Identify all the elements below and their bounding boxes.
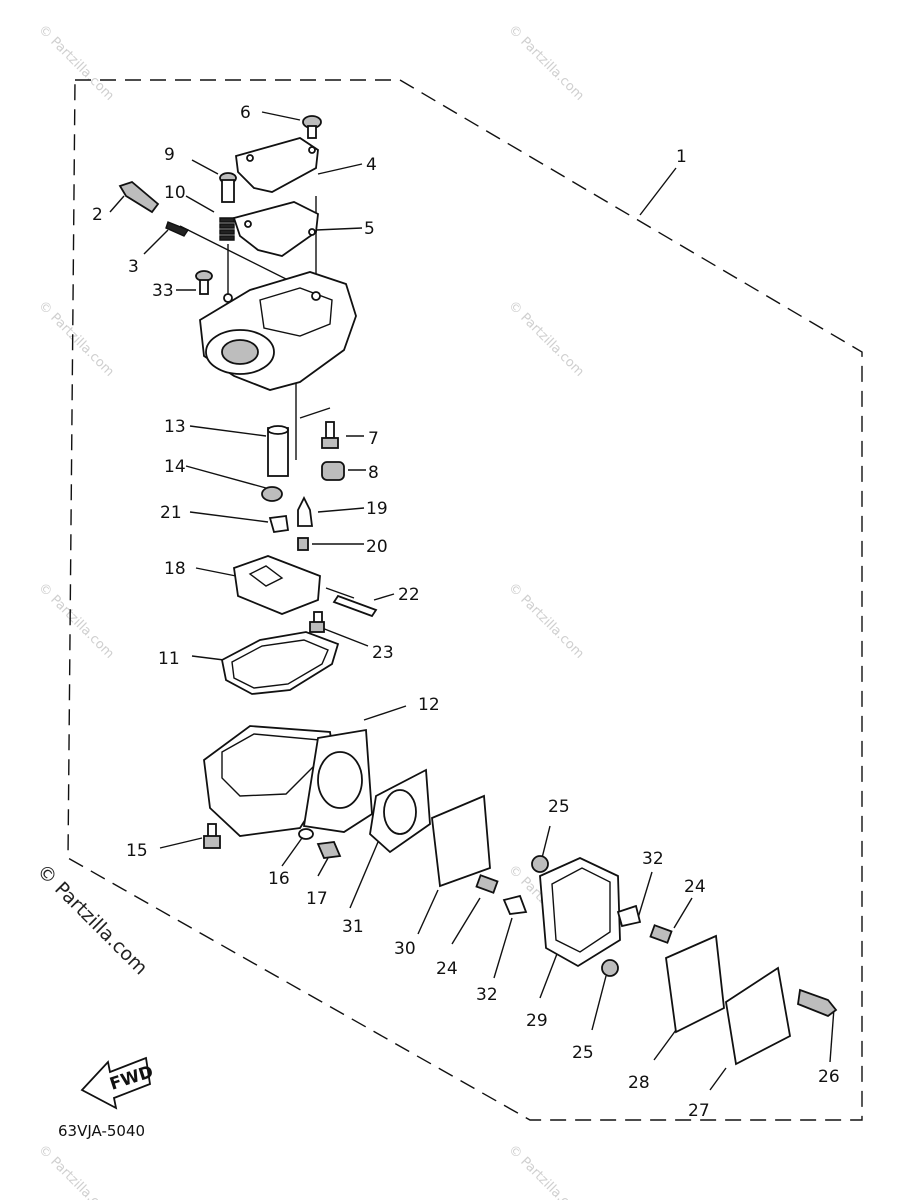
watermark-large: © Partzilla.com [32, 860, 151, 979]
leader-lines [109, 111, 835, 1091]
parts: FWD [80, 115, 838, 1110]
callout-2: 2 [92, 205, 103, 225]
callout-10: 10 [164, 183, 186, 203]
callout-22: 22 [398, 585, 420, 605]
callout-8: 8 [368, 463, 379, 483]
watermark: © Partzilla.com [35, 580, 117, 662]
screw-part-17 [316, 841, 342, 859]
callout-25: 25 [572, 1043, 594, 1063]
main-nozzle-part-13 [267, 425, 289, 477]
part-code: 63VJA-5040 [58, 1122, 145, 1140]
callout-17: 17 [306, 889, 328, 909]
watermark: © Partzilla.com [35, 22, 117, 104]
pilot-screw-part-9 [219, 172, 237, 203]
float-bowl-gasket-part-11 [220, 631, 340, 695]
callout-30: 30 [394, 939, 416, 959]
float-bowl-part-12 [203, 725, 373, 837]
check-valve-part-32 [616, 904, 642, 928]
spring-part-10 [219, 217, 235, 241]
callout-13: 13 [164, 417, 186, 437]
callout-31: 31 [342, 917, 364, 937]
callout-19: 19 [366, 499, 388, 519]
diaphragm-part-30 [431, 794, 491, 888]
watermark-layer: © Partzilla.com © Partzilla.com © Partzi… [32, 22, 586, 1200]
screw-part-6 [302, 115, 322, 139]
callout-18: 18 [164, 559, 186, 579]
callout-24: 24 [436, 959, 458, 979]
pump-cover-part-27 [725, 966, 792, 1066]
clip-part-21 [268, 514, 290, 534]
plug-part-8 [321, 461, 345, 481]
watermark: © Partzilla.com [505, 580, 587, 662]
watermark: © Partzilla.com [35, 1142, 117, 1200]
diaphragm-part-28 [665, 934, 725, 1034]
fuel-pump-body-part-29 [539, 857, 621, 968]
callout-15: 15 [126, 841, 148, 861]
nut-part-25 [531, 855, 549, 873]
screw-part-7 [321, 421, 339, 449]
float-pin-part-22 [332, 594, 378, 618]
check-valve-part-32 [502, 894, 528, 915]
screw-part-20 [297, 537, 309, 551]
callout-11: 11 [158, 649, 180, 669]
watermark: © Partzilla.com [505, 298, 587, 380]
callout-24: 24 [684, 877, 706, 897]
screw-part-24 [649, 924, 673, 944]
spring-part-3 [165, 221, 190, 237]
callout-28: 28 [628, 1073, 650, 1093]
cover-plate-part-4 [235, 137, 319, 193]
callout-labels: 1 2 3 4 5 6 7 8 9 10 11 12 13 14 15 16 1… [92, 103, 840, 1121]
callout-32: 32 [642, 849, 664, 869]
main-jet-part-14 [261, 486, 283, 502]
callout-29: 29 [526, 1011, 548, 1031]
callout-16: 16 [268, 869, 290, 889]
washer-part-16 [298, 828, 314, 840]
watermark: © Partzilla.com [35, 298, 117, 380]
callout-23: 23 [372, 643, 394, 663]
bolt-part-26 [797, 988, 838, 1018]
carburetor-body [199, 271, 357, 391]
screw-part-23 [309, 611, 325, 633]
callout-21: 21 [160, 503, 182, 523]
nut-part-25 [601, 959, 619, 977]
callout-4: 4 [366, 155, 377, 175]
callout-32: 32 [476, 985, 498, 1005]
callout-7: 7 [368, 429, 379, 449]
callout-5: 5 [364, 219, 375, 239]
watermark: © Partzilla.com [505, 22, 587, 104]
callout-26: 26 [818, 1067, 840, 1087]
callout-33: 33 [152, 281, 174, 301]
callout-12: 12 [418, 695, 440, 715]
screw-part-33 [195, 270, 213, 295]
callout-20: 20 [366, 537, 388, 557]
callout-6: 6 [240, 103, 251, 123]
drain-screw-part-15 [203, 823, 221, 849]
callout-27: 27 [688, 1101, 710, 1121]
throttle-screw-part-2 [118, 180, 160, 214]
watermark: © Partzilla.com [505, 1142, 587, 1200]
callout-14: 14 [164, 457, 186, 477]
screw-part-24 [475, 874, 499, 894]
needle-valve-part-19 [297, 495, 314, 527]
gasket-part-5 [232, 201, 319, 257]
callout-1: 1 [676, 147, 687, 167]
callout-3: 3 [128, 257, 139, 277]
float-part-18 [233, 555, 321, 615]
callout-9: 9 [164, 145, 175, 165]
assembly-boundary [67, 79, 863, 1121]
forward-arrow-icon: FWD [80, 1056, 156, 1110]
callout-25: 25 [548, 797, 570, 817]
